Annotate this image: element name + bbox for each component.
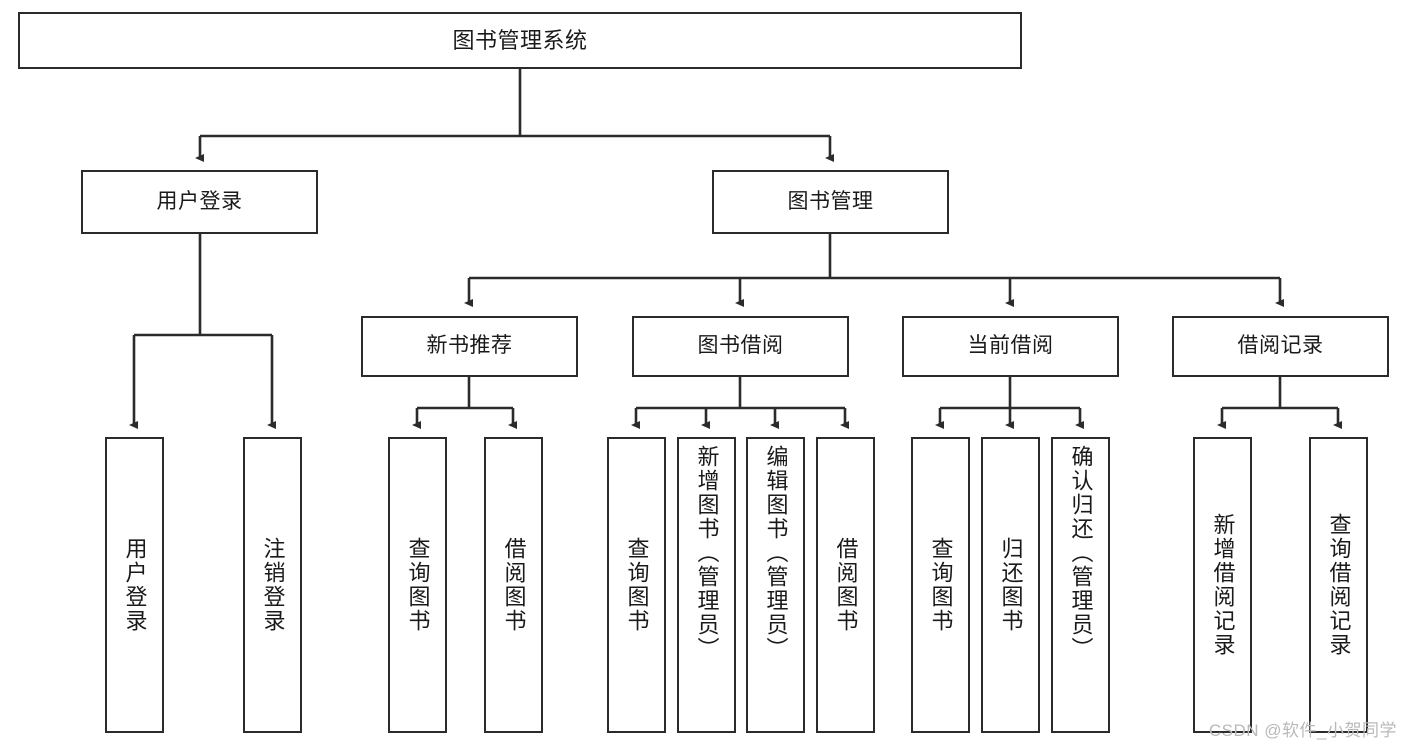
leaf-book-borrow-query[interactable]: 查询图书 bbox=[607, 437, 666, 733]
leaf-borrow-record-query[interactable]: 查询借阅记录 bbox=[1309, 437, 1368, 733]
node-label: 查询图书 bbox=[624, 537, 650, 633]
node-new-book-recommend[interactable]: 新书推荐 bbox=[361, 316, 578, 377]
leaf-user-login-login[interactable]: 用户登录 bbox=[105, 437, 164, 733]
leaf-current-borrow-query[interactable]: 查询图书 bbox=[911, 437, 970, 733]
leaf-new-book-borrow[interactable]: 借阅图书 bbox=[484, 437, 543, 733]
node-label: 查询图书 bbox=[928, 537, 954, 633]
node-label: 注销登录 bbox=[260, 537, 286, 633]
node-label: 确认归还（管理员） bbox=[1068, 445, 1094, 661]
leaf-user-login-logout[interactable]: 注销登录 bbox=[243, 437, 302, 733]
node-label: 查询图书 bbox=[405, 537, 431, 633]
leaf-book-borrow-borrow[interactable]: 借阅图书 bbox=[816, 437, 875, 733]
node-root-system[interactable]: 图书管理系统 bbox=[18, 12, 1022, 69]
node-label: 当前借阅 bbox=[967, 334, 1054, 358]
node-user-login[interactable]: 用户登录 bbox=[81, 170, 318, 234]
leaf-new-book-query[interactable]: 查询图书 bbox=[388, 437, 447, 733]
node-current-borrow[interactable]: 当前借阅 bbox=[902, 316, 1119, 377]
node-label: 借阅图书 bbox=[501, 537, 527, 633]
node-label: 借阅记录 bbox=[1237, 334, 1324, 358]
leaf-book-borrow-edit[interactable]: 编辑图书（管理员） bbox=[746, 437, 805, 733]
node-label: 图书管理 bbox=[787, 189, 874, 213]
node-label: 编辑图书（管理员） bbox=[763, 445, 789, 661]
node-label: 新增图书（管理员） bbox=[694, 445, 720, 661]
node-label: 用户登录 bbox=[122, 537, 148, 633]
node-label: 归还图书 bbox=[998, 537, 1024, 633]
leaf-book-borrow-add[interactable]: 新增图书（管理员） bbox=[677, 437, 736, 733]
node-label: 查询借阅记录 bbox=[1326, 513, 1352, 657]
leaf-current-borrow-return[interactable]: 归还图书 bbox=[981, 437, 1040, 733]
leaf-current-borrow-confirm-return[interactable]: 确认归还（管理员） bbox=[1051, 437, 1110, 733]
node-label: 用户登录 bbox=[156, 189, 243, 213]
node-label: 图书管理系统 bbox=[452, 27, 588, 53]
node-book-borrow[interactable]: 图书借阅 bbox=[632, 316, 849, 377]
node-label: 图书借阅 bbox=[697, 334, 784, 358]
csdn-watermark: CSDN @软件_小贺同学 bbox=[1208, 721, 1397, 740]
node-label: 新增借阅记录 bbox=[1210, 513, 1236, 657]
node-label: 新书推荐 bbox=[426, 334, 513, 358]
node-borrow-record[interactable]: 借阅记录 bbox=[1172, 316, 1389, 377]
node-book-management[interactable]: 图书管理 bbox=[712, 170, 949, 234]
node-label: 借阅图书 bbox=[833, 537, 859, 633]
leaf-borrow-record-add[interactable]: 新增借阅记录 bbox=[1193, 437, 1252, 733]
